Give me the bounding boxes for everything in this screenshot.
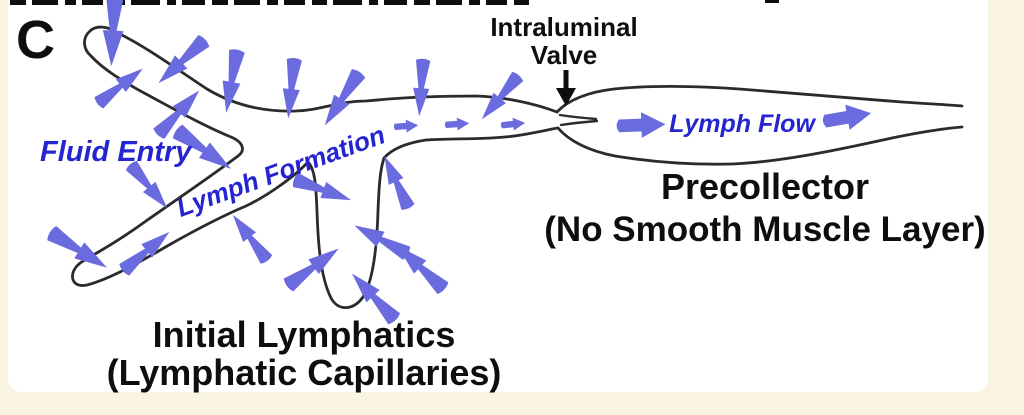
down-arrow-icon — [556, 70, 576, 106]
intraluminal-valve-leaflets — [558, 113, 599, 127]
intraluminal-valve-label-line1: Intraluminal — [490, 12, 637, 42]
figure-background — [8, 0, 988, 392]
precollector-label-line1: Precollector — [661, 166, 869, 207]
initial-lymphatics-outline-top — [83, 25, 559, 114]
fluid-entry-label: Fluid Entry — [40, 136, 193, 168]
initial-lymphatics-outline-inner — [71, 54, 560, 310]
initial-lymphatics-label-line2: (Lymphatic Capillaries) — [107, 352, 502, 393]
lymph-flow-label: Lymph Flow — [669, 110, 816, 138]
intraluminal-valve-label-line2: Valve — [531, 40, 598, 70]
precollector-outline-top — [555, 85, 964, 114]
precollector-label-line2: (No Smooth Muscle Layer) — [544, 210, 985, 249]
panel-label: C — [16, 10, 55, 70]
initial-lymphatics-label-line1: Initial Lymphatics — [153, 314, 456, 355]
cropped-top-strip — [10, 0, 779, 5]
precollector-outline-bottom — [556, 125, 964, 166]
